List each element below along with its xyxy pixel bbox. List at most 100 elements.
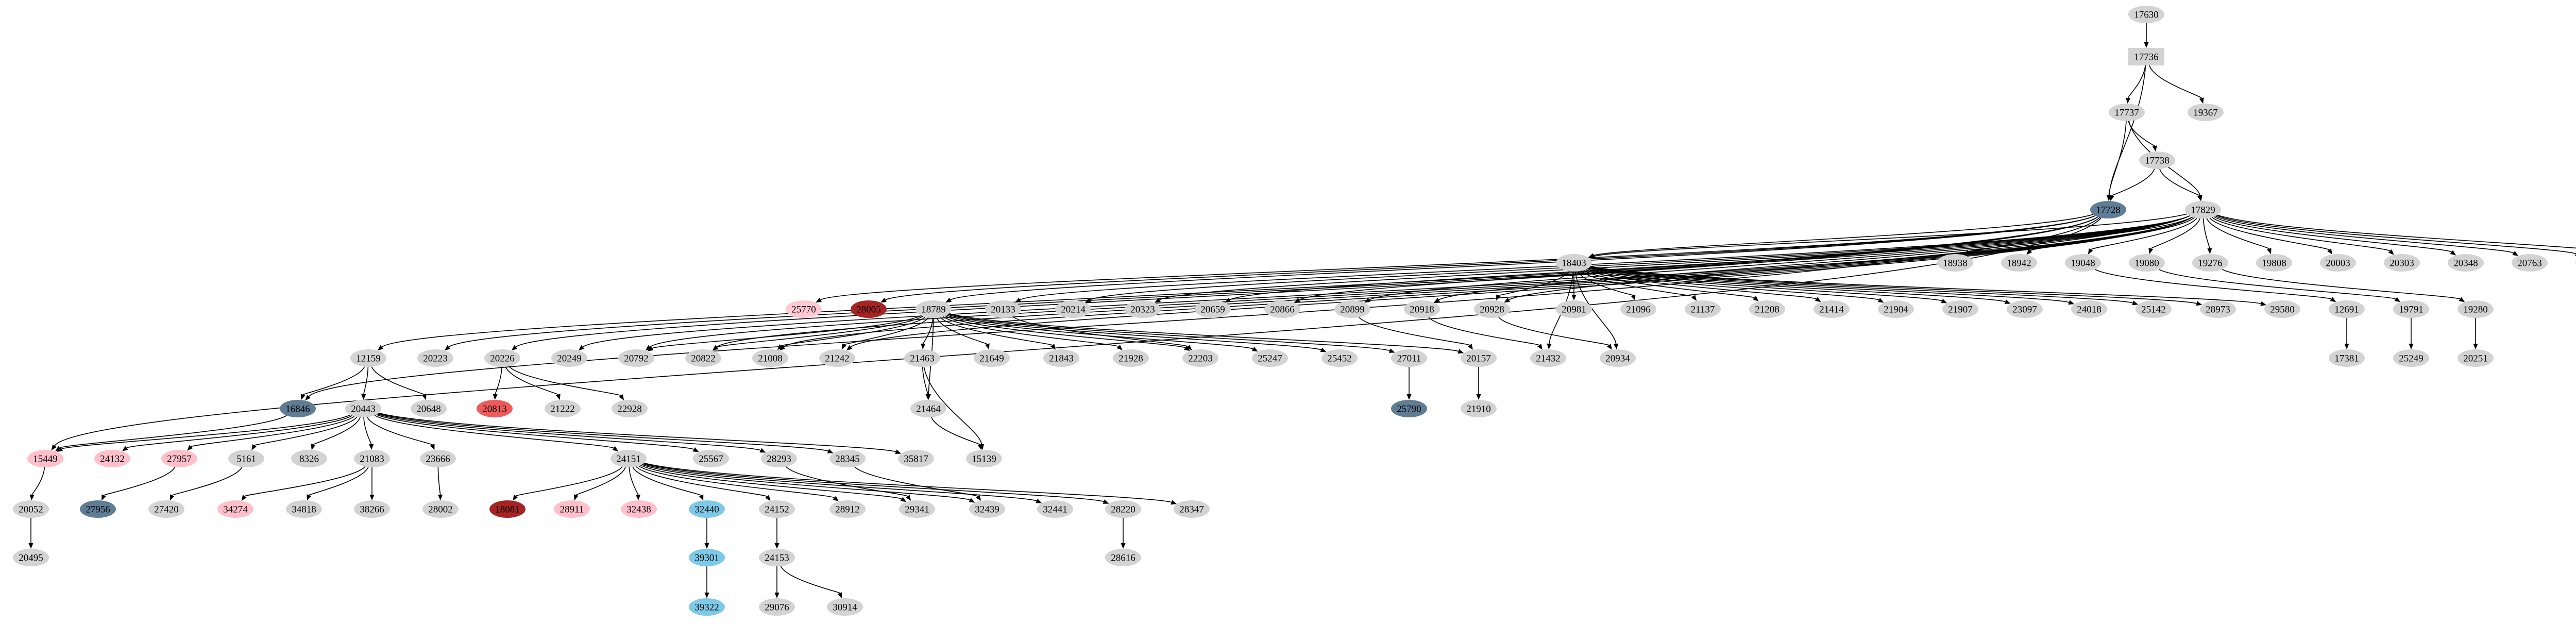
graph-node[interactable]: 28293 [761,450,797,467]
graph-node[interactable]: 15449 [27,450,63,467]
node-ellipse-shape[interactable] [985,300,1021,318]
graph-node[interactable]: 25790 [1391,400,1427,417]
graph-node[interactable]: 22928 [612,400,648,417]
graph-node[interactable]: 32440 [689,500,725,518]
node-ellipse-shape[interactable] [1113,349,1149,367]
node-ellipse-shape[interactable] [1055,300,1091,318]
node-ellipse-shape[interactable] [545,400,581,417]
node-ellipse-shape[interactable] [899,500,935,518]
node-ellipse-shape[interactable] [1043,349,1079,367]
node-ellipse-shape[interactable] [228,450,264,467]
graph-node[interactable]: 16846 [280,400,316,417]
node-ellipse-shape[interactable] [2139,151,2175,169]
node-ellipse-shape[interactable] [689,549,725,566]
graph-node[interactable]: 19276 [2192,254,2228,272]
graph-node[interactable]: 25567 [693,450,729,467]
node-ellipse-shape[interactable] [411,400,447,417]
node-ellipse-shape[interactable] [1530,349,1566,367]
graph-node[interactable]: 20918 [1404,300,1440,318]
node-ellipse-shape[interactable] [1600,349,1636,367]
graph-node[interactable]: 27011 [1391,349,1427,367]
graph-node[interactable]: 28345 [829,450,866,467]
node-ellipse-shape[interactable] [2109,104,2145,121]
graph-node[interactable]: 17728 [2090,201,2126,218]
graph-node[interactable]: 32441 [1037,500,1073,518]
graph-node[interactable]: 24151 [611,450,647,467]
node-ellipse-shape[interactable] [1461,349,1497,367]
graph-node[interactable]: 25452 [1321,349,1358,367]
graph-node[interactable]: 18938 [1937,254,1973,272]
node-ellipse-shape[interactable] [13,549,49,566]
node-ellipse-shape[interactable] [417,349,453,367]
node-ellipse-shape[interactable] [1037,500,1073,518]
node-ellipse-shape[interactable] [689,500,725,518]
graph-node[interactable]: 21208 [1749,300,1785,318]
graph-node[interactable]: 18403 [1556,254,1592,272]
node-ellipse-shape[interactable] [2071,300,2107,318]
node-ellipse-shape[interactable] [1461,400,1497,417]
graph-node[interactable]: 30914 [827,598,863,616]
graph-node[interactable]: 24153 [759,549,795,566]
graph-node[interactable]: 17738 [2139,151,2175,169]
graph-node[interactable]: 28002 [422,500,459,518]
graph-node[interactable]: 15139 [966,450,1002,467]
node-ellipse-shape[interactable] [148,500,184,518]
node-ellipse-shape[interactable] [94,450,130,467]
graph-node[interactable]: 20052 [13,500,49,518]
node-ellipse-shape[interactable] [2512,254,2548,272]
node-ellipse-shape[interactable] [477,400,513,417]
graph-node[interactable]: 20822 [685,349,721,367]
graph-node[interactable]: 8326 [291,450,327,467]
node-ellipse-shape[interactable] [2264,300,2300,318]
graph-node[interactable]: 20981 [1556,300,1592,318]
node-ellipse-shape[interactable] [2393,349,2429,367]
node-ellipse-shape[interactable] [1937,254,1973,272]
node-box-shape[interactable] [2128,48,2164,65]
node-ellipse-shape[interactable] [1334,300,1370,318]
node-ellipse-shape[interactable] [621,500,657,518]
node-ellipse-shape[interactable] [2448,254,2484,272]
node-ellipse-shape[interactable] [969,500,1005,518]
graph-node[interactable]: 21463 [904,349,940,367]
node-ellipse-shape[interactable] [611,450,647,467]
graph-node[interactable]: 38266 [354,500,390,518]
graph-node[interactable]: 20659 [1195,300,1231,318]
graph-node[interactable]: 21928 [1113,349,1149,367]
graph-node[interactable]: 28912 [829,500,866,518]
graph-node[interactable]: 17736 [2128,48,2164,65]
graph-node[interactable]: 20323 [1125,300,1161,318]
node-ellipse-shape[interactable] [618,349,654,367]
graph-node[interactable]: 28911 [554,500,590,518]
node-ellipse-shape[interactable] [1620,300,1656,318]
graph-node[interactable]: 27420 [148,500,184,518]
node-ellipse-shape[interactable] [1174,500,1210,518]
graph-node[interactable]: 23666 [420,450,456,467]
graph-node[interactable]: 21414 [1814,300,1850,318]
node-ellipse-shape[interactable] [827,598,863,616]
node-ellipse-shape[interactable] [910,400,946,417]
node-ellipse-shape[interactable] [1391,349,1427,367]
node-ellipse-shape[interactable] [1105,500,1141,518]
node-ellipse-shape[interactable] [689,598,725,616]
graph-node[interactable]: 20495 [13,549,49,566]
graph-node[interactable]: 21008 [752,349,788,367]
graph-node[interactable]: 39301 [689,549,725,566]
node-ellipse-shape[interactable] [354,500,390,518]
node-ellipse-shape[interactable] [2320,254,2356,272]
graph-node[interactable]: 27957 [161,450,197,467]
graph-node[interactable]: 17737 [2109,104,2145,121]
graph-node[interactable]: 28005 [851,300,887,318]
node-ellipse-shape[interactable] [916,300,952,318]
node-ellipse-shape[interactable] [759,500,795,518]
graph-node[interactable]: 20348 [2448,254,2484,272]
graph-node[interactable]: 28347 [1174,500,1210,518]
node-ellipse-shape[interactable] [851,300,887,318]
graph-node[interactable]: 17829 [2185,201,2221,218]
node-ellipse-shape[interactable] [13,500,49,518]
node-ellipse-shape[interactable] [693,450,729,467]
graph-node[interactable]: 35817 [898,450,934,467]
graph-node[interactable]: 20648 [411,400,447,417]
node-ellipse-shape[interactable] [2188,104,2224,121]
graph-node[interactable]: 19048 [2065,254,2101,272]
graph-node[interactable]: 25770 [786,300,822,318]
